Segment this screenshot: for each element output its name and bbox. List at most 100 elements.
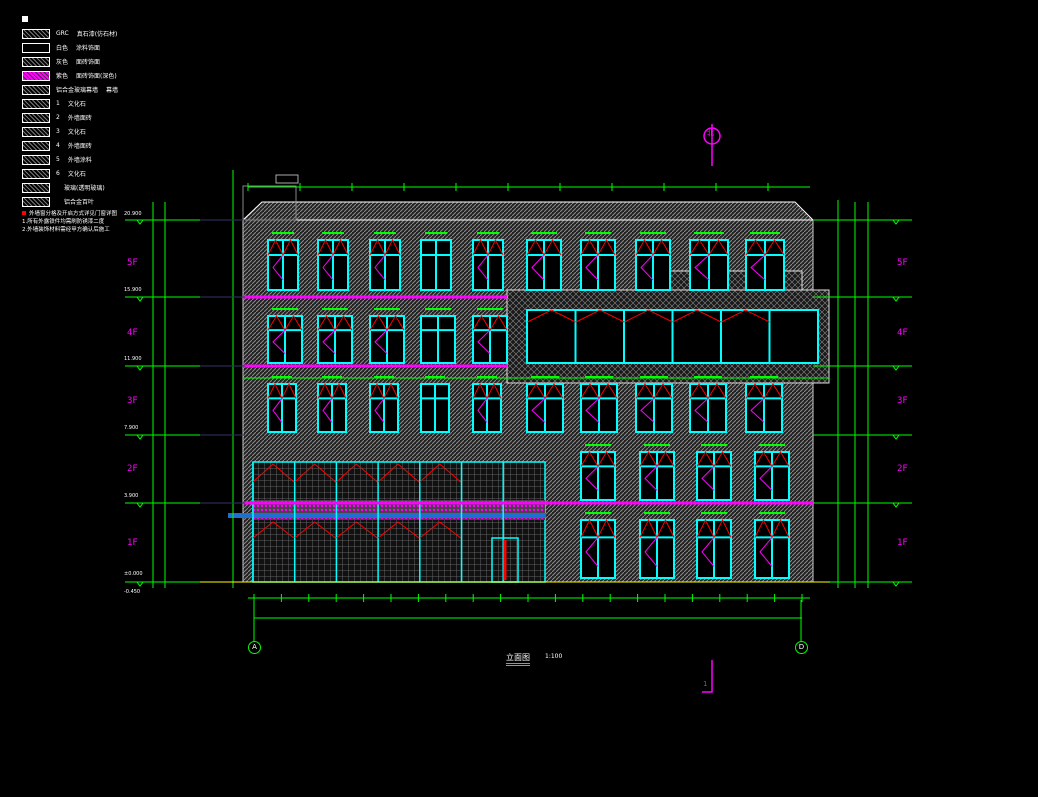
opening-mark xyxy=(477,329,491,354)
section-mark-label: 1 xyxy=(703,680,708,688)
opening-mark xyxy=(477,398,488,423)
level-marker-icon xyxy=(136,296,144,302)
opening-mark xyxy=(694,398,709,423)
opening-mark xyxy=(585,537,599,567)
opening-mark xyxy=(701,537,715,567)
floor-label-1f-right: 1F xyxy=(897,538,908,548)
level-marker-icon xyxy=(136,502,144,508)
legend-code: 2 xyxy=(56,114,60,121)
window-dim-tick xyxy=(374,376,394,378)
opening-mark xyxy=(585,466,599,491)
hatch-swatch-icon xyxy=(22,70,50,81)
legend-code: 4 xyxy=(56,142,60,149)
window-dim-tick xyxy=(322,308,348,310)
opening-mark xyxy=(759,537,773,567)
window-dim-tick xyxy=(640,232,666,234)
opening-mark xyxy=(377,463,420,483)
hatch-swatch-icon xyxy=(22,28,50,39)
legend-label: 文化石 xyxy=(67,171,86,178)
opening-mark xyxy=(322,254,334,281)
legend-note: 外墙窗分格及开启方式详见门窗详图 xyxy=(22,210,118,218)
hatch-swatch-icon xyxy=(22,126,50,137)
opening-mark xyxy=(644,537,658,567)
curtain-wall xyxy=(252,461,546,583)
window-dim-tick xyxy=(585,444,611,446)
legend-code: 紫色 xyxy=(56,73,69,80)
opening-mark xyxy=(721,309,770,323)
level-marker-icon xyxy=(892,434,900,440)
level-marker-icon xyxy=(892,581,900,587)
window-dim-tick xyxy=(477,308,503,310)
legend-item: 玻璃(透明玻璃) xyxy=(22,182,118,193)
legend-item: 白色涂料饰面 xyxy=(22,42,118,53)
legend-item: 3 文化石 xyxy=(22,126,118,137)
axis-bubble-a: A xyxy=(248,641,261,654)
axis-bubble-d: D xyxy=(795,641,808,654)
floor-label-5f-left: 5F xyxy=(127,258,138,268)
window-dim-tick xyxy=(640,376,668,378)
window-dim-tick xyxy=(425,232,447,234)
note-1: 1.所有外露铁件均需刷防锈漆二度 xyxy=(22,219,105,225)
floor-label-3f-left: 3F xyxy=(127,396,138,406)
level-marker-icon xyxy=(136,365,144,371)
window-dim-tick xyxy=(531,376,559,378)
opening-mark xyxy=(644,466,658,491)
legend-code: 3 xyxy=(56,128,60,135)
window-dim-tick xyxy=(644,444,670,446)
level-4f: 11.900 xyxy=(124,356,142,362)
window-dim-tick xyxy=(477,232,499,234)
level-2f: 3.900 xyxy=(124,493,139,499)
opening-mark xyxy=(252,463,295,483)
red-bullet-icon xyxy=(22,211,26,215)
note-2: 2.外墙装饰材料需经甲方确认后施工 xyxy=(22,227,110,233)
opening-mark xyxy=(531,398,546,423)
level-marker-icon xyxy=(892,296,900,302)
legend-label: 文化石 xyxy=(67,129,86,136)
hatch-swatch-icon xyxy=(22,182,50,193)
legend-label: 面砖饰面(深色) xyxy=(76,73,117,80)
window-dim-tick xyxy=(374,308,400,310)
level-marker-icon xyxy=(892,219,900,225)
legend-item: 铝合金玻璃幕墙幕墙 xyxy=(22,84,118,95)
window-dim-tick xyxy=(272,308,298,310)
legend-label: 铝合金百叶 xyxy=(64,199,95,206)
window-dim-tick xyxy=(477,376,497,378)
legend-code: 铝合金玻璃幕墙 xyxy=(56,87,99,94)
hatch-swatch-icon xyxy=(22,168,50,179)
hatch-swatch-icon xyxy=(22,56,50,67)
window-dim-tick xyxy=(585,512,611,514)
hatch-swatch-icon xyxy=(22,140,50,151)
level-ground: -0.450 xyxy=(124,589,141,595)
canopy-beam xyxy=(228,513,546,518)
level-marker-icon xyxy=(136,581,144,587)
floor-label-1f-left: 1F xyxy=(127,538,138,548)
legend-label: 外墙涂料 xyxy=(67,157,92,164)
floor-label-2f-left: 2F xyxy=(127,464,138,474)
window-dim-tick xyxy=(750,232,780,234)
level-marker-icon xyxy=(136,434,144,440)
opening-mark xyxy=(419,521,462,539)
window-dim-tick xyxy=(750,376,778,378)
window-dim-tick xyxy=(701,512,727,514)
floor-label-5f-right: 5F xyxy=(897,258,908,268)
level-marker-icon xyxy=(136,219,144,225)
opening-mark xyxy=(759,466,773,491)
window-dim-tick xyxy=(644,512,670,514)
opening-mark xyxy=(694,254,710,281)
legend-code: 白色 xyxy=(56,45,69,52)
opening-mark xyxy=(750,254,766,281)
hatch-swatch-icon xyxy=(22,98,50,109)
window-dim-tick xyxy=(759,444,785,446)
window-dim-tick xyxy=(272,232,294,234)
legend-label: 玻璃(透明玻璃) xyxy=(64,185,105,192)
level-marker-icon xyxy=(892,502,900,508)
hatch-swatch-icon xyxy=(22,84,50,95)
window-dim-tick xyxy=(322,376,342,378)
